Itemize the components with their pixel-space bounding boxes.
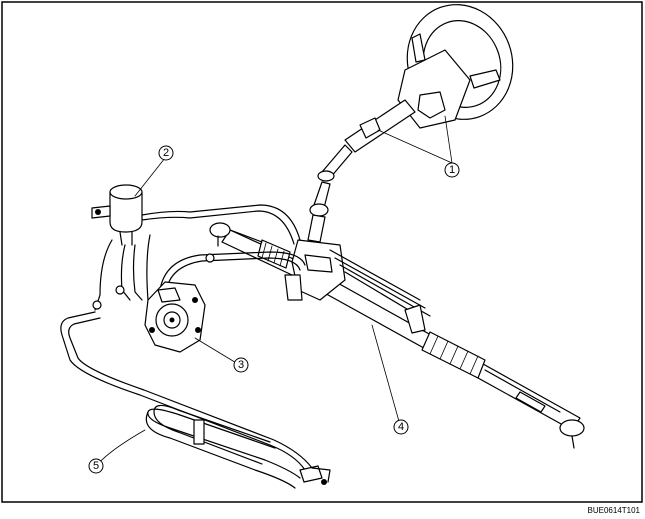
universal-joint-upper <box>317 170 335 182</box>
oil-cooler-pipe <box>60 311 331 489</box>
callout-label-5: 5 <box>93 460 99 472</box>
pinion-shaft <box>307 214 326 243</box>
boot-right-ribs <box>429 335 479 375</box>
callout-circle-1 <box>444 162 460 178</box>
reservoir-bolt <box>95 209 101 215</box>
callout-circle-2 <box>158 145 174 161</box>
leader-line-3 <box>194 337 239 365</box>
cooler-pipe-outer <box>60 311 306 471</box>
boot-left <box>257 239 291 269</box>
reservoir-assembly <box>91 184 143 246</box>
cooler-loop-inner <box>153 404 271 465</box>
boot-right <box>421 331 486 379</box>
cooler-loop-outer <box>147 408 301 479</box>
pump-pulley <box>155 303 189 337</box>
leader-line-1 <box>377 115 453 164</box>
figure-code: BUE0614T101 <box>588 506 641 515</box>
universal-joint-lower <box>309 203 329 217</box>
pump-bolt-3 <box>149 327 155 333</box>
callout-1: 1 <box>444 162 460 178</box>
leader-line-4 <box>371 324 401 426</box>
tie-rod-right <box>484 369 561 413</box>
callout-label-3: 3 <box>238 359 244 371</box>
pump-bolt-1 <box>192 297 198 303</box>
leader-line-5 <box>96 429 146 466</box>
column-mount <box>359 117 381 139</box>
callout-3: 3 <box>233 357 249 373</box>
cooler-pipe-inner <box>68 317 313 469</box>
tie-rod-adjuster <box>515 391 546 413</box>
gear-mount <box>284 274 303 301</box>
callout-circle-4 <box>393 419 409 435</box>
callout-2: 2 <box>158 145 174 161</box>
pump-bolt-2 <box>195 327 201 333</box>
reservoir-outlet <box>119 231 133 246</box>
tie-rod-left <box>224 227 263 243</box>
tie-rod-stud-right <box>571 435 575 449</box>
column-tube <box>344 99 416 153</box>
pump-hub <box>163 311 181 329</box>
hoses <box>92 204 306 311</box>
gear-lines <box>329 249 431 317</box>
return-hose-upper <box>141 204 301 241</box>
power-steering-pump <box>144 281 206 353</box>
reservoir-body <box>109 191 143 233</box>
gear-line-bracket <box>404 304 426 334</box>
steering-column <box>307 4 514 243</box>
valve-detail <box>304 254 333 273</box>
pressure-hose <box>159 251 306 291</box>
cooler-fitting-bolt <box>321 479 327 485</box>
callout-circle-3 <box>233 357 249 373</box>
callout-5: 5 <box>88 458 104 474</box>
boot-left-ribs <box>261 242 285 267</box>
cooler-fitting-2 <box>311 467 331 483</box>
steering-gear <box>209 222 585 449</box>
pressure-hose-clip <box>205 253 215 263</box>
tie-rod-end-right <box>559 419 585 437</box>
leader-line-2 <box>134 157 166 197</box>
pressure-hose-edge <box>165 257 301 293</box>
cooler-bracket <box>193 419 205 445</box>
pump-fitting <box>157 287 181 303</box>
reservoir-cap <box>109 184 143 200</box>
column-cover <box>397 49 471 129</box>
hose-clip-2 <box>92 300 102 310</box>
pump-shaft <box>169 317 175 323</box>
callout-label-4: 4 <box>398 421 404 433</box>
supply-hose-edge <box>132 244 143 301</box>
pump-body <box>144 281 206 353</box>
cooler-loop-lower <box>145 411 296 489</box>
column-bracket <box>417 91 446 119</box>
callout-label-2: 2 <box>163 147 169 159</box>
cooler-fitting-1 <box>299 465 323 483</box>
callout-4: 4 <box>393 419 409 435</box>
combination-switch <box>411 33 426 63</box>
left-hose-2 <box>146 234 151 301</box>
tie-rod-end-left <box>209 222 231 238</box>
callout-label-1: 1 <box>449 164 455 176</box>
column-lever <box>469 69 501 89</box>
hose-clip-1 <box>115 285 125 295</box>
callout-circle-5 <box>88 458 104 474</box>
diagram-border <box>1 1 643 503</box>
leader-lines <box>96 115 453 466</box>
left-hose-1 <box>94 239 113 311</box>
return-hose-upper-edge <box>141 210 295 245</box>
